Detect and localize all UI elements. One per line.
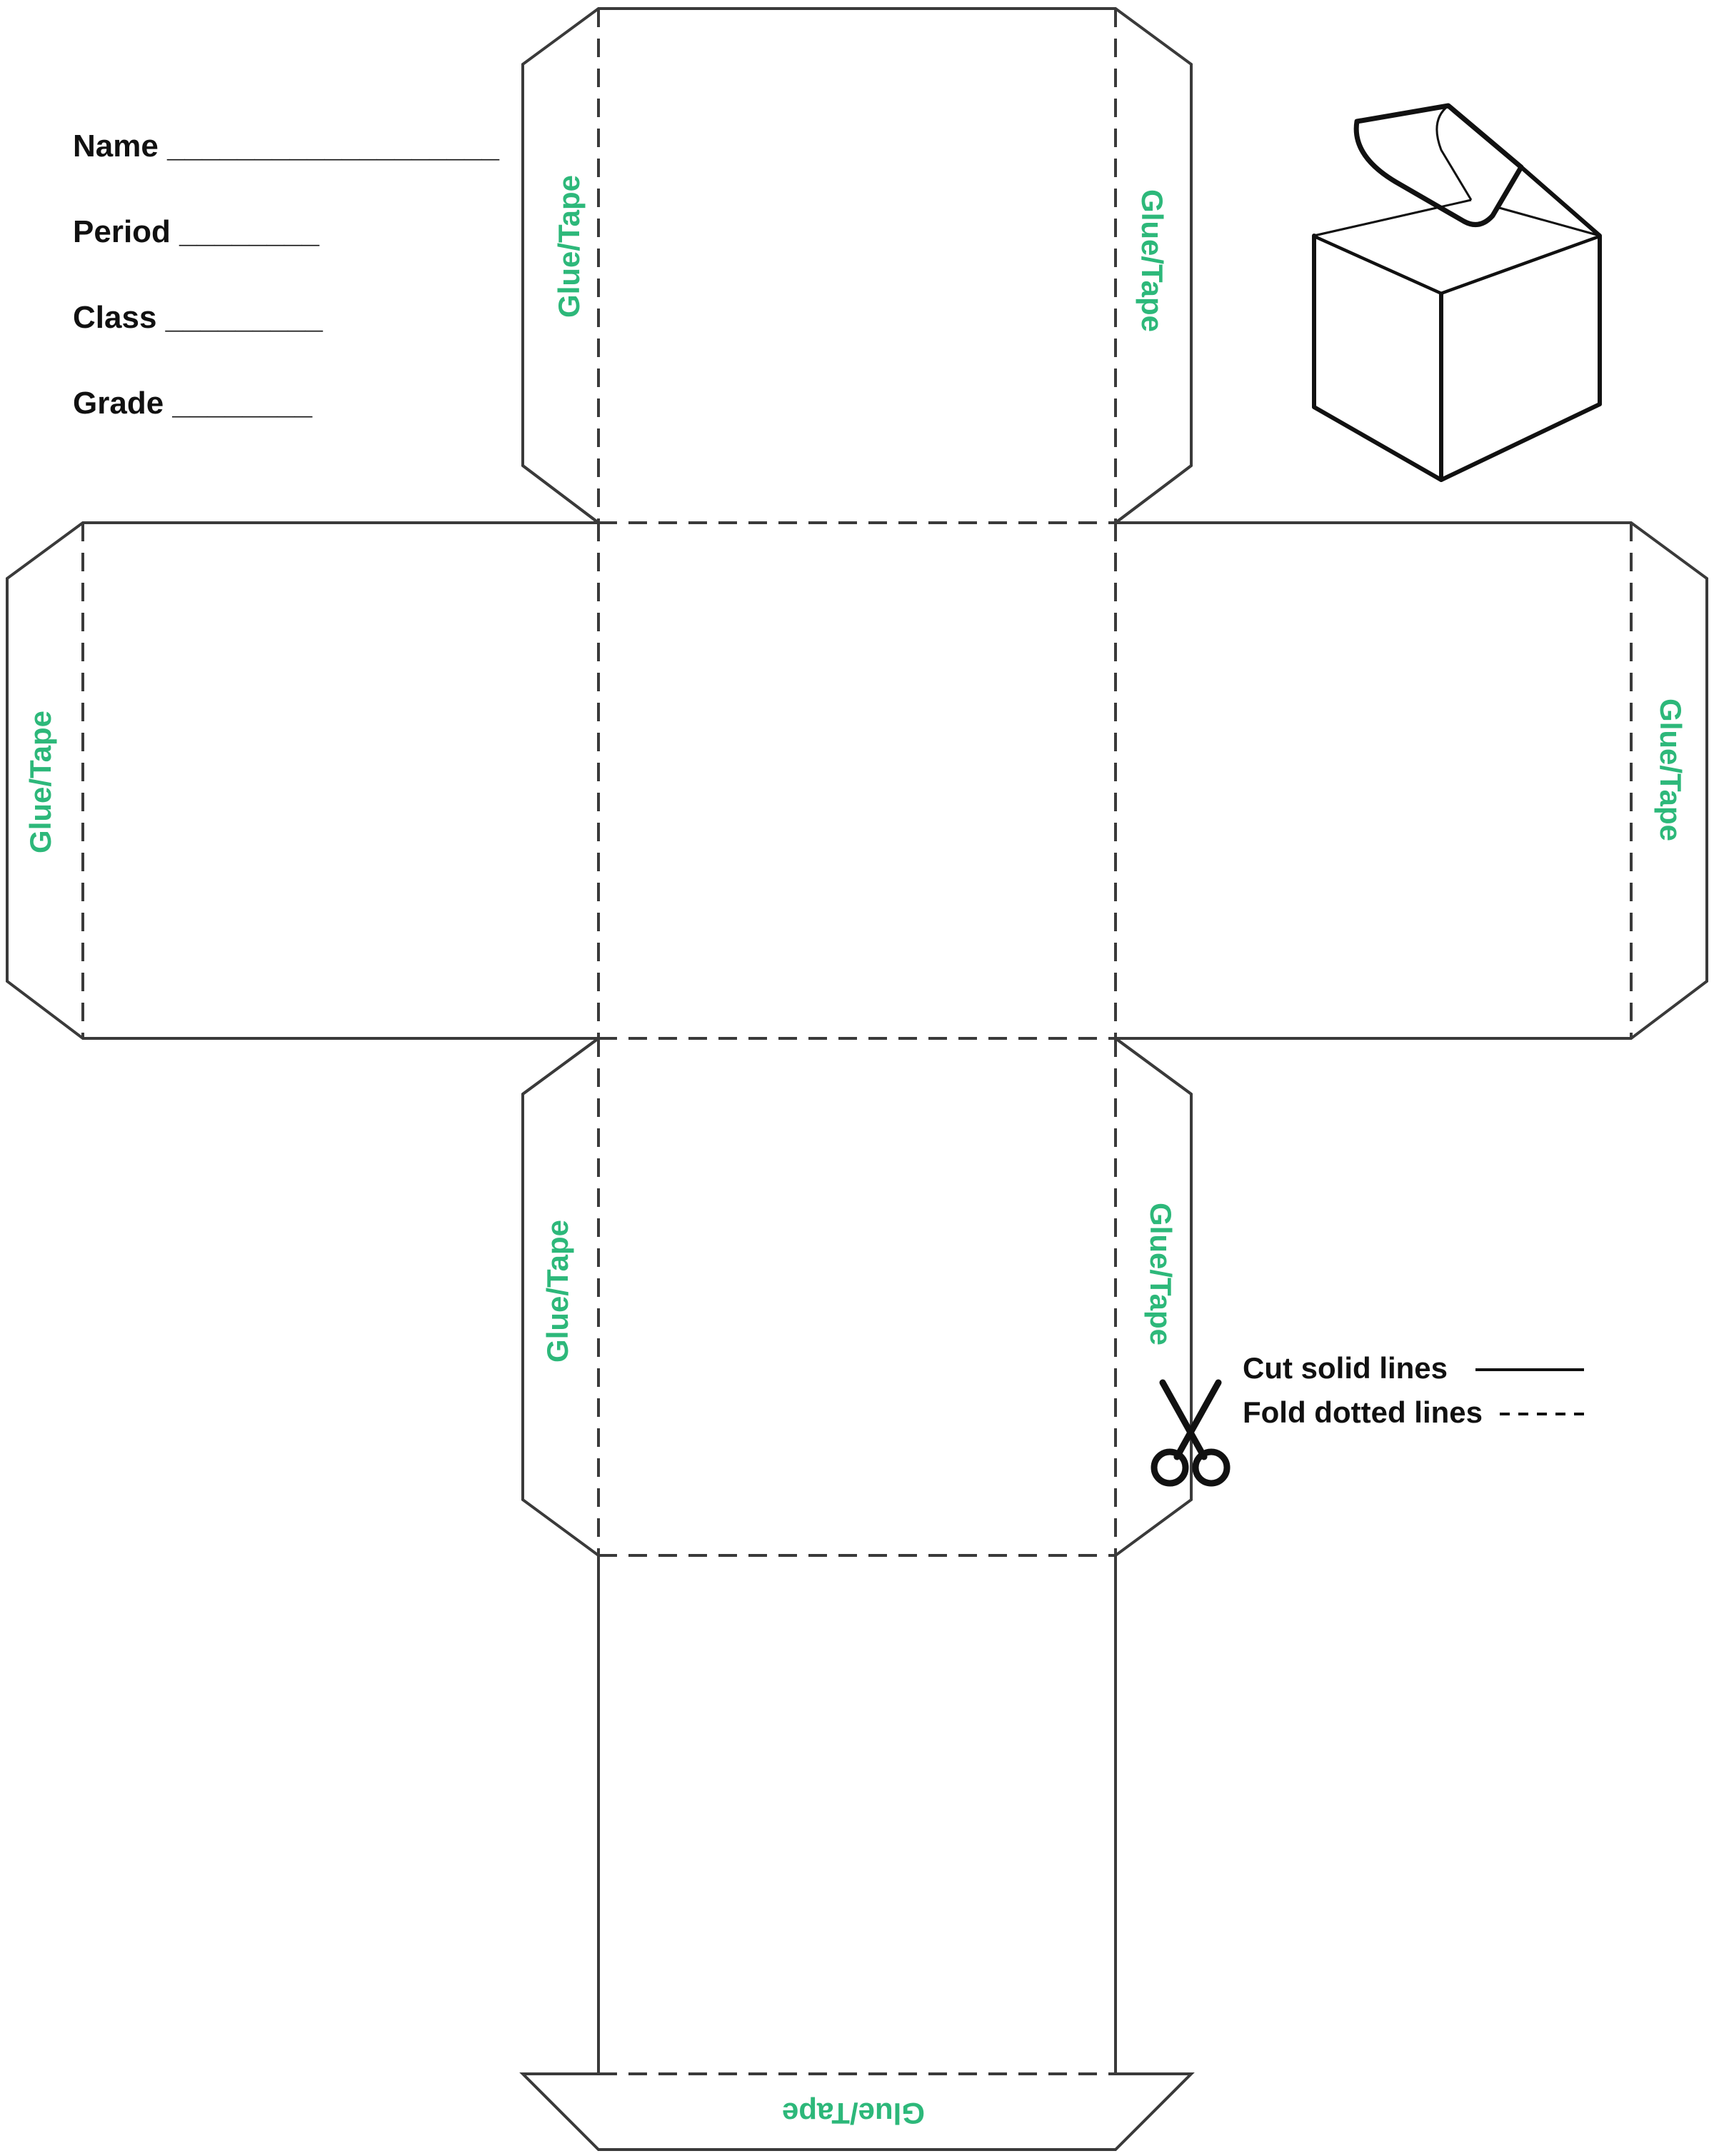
glue-tape-label-lower-right: Glue/Tape	[1144, 1203, 1178, 1345]
glue-tape-label-right: Glue/Tape	[1654, 698, 1688, 841]
scissors-icon	[1151, 1379, 1231, 1487]
name-field: Name ___________________	[73, 129, 500, 164]
class-field: Class _________	[73, 300, 323, 335]
glue-tape-label-top-left: Glue/Tape	[552, 175, 586, 318]
legend-cut-text: Cut solid lines	[1243, 1351, 1448, 1385]
glue-tape-label-top-right: Glue/Tape	[1136, 189, 1169, 332]
fold-lines	[81, 9, 1633, 2075]
box-illustration	[1312, 103, 1602, 482]
corner-cuts	[521, 464, 1193, 1095]
legend-fold-text: Fold dotted lines	[1243, 1395, 1483, 1429]
glue-tape-label-left: Glue/Tape	[24, 711, 57, 853]
period-field: Period ________	[73, 214, 319, 249]
glue-tape-label-lower-left: Glue/Tape	[541, 1220, 574, 1363]
grade-field: Grade ________	[73, 386, 313, 421]
glue-tape-label-bottom: Glue/Tape	[782, 2097, 925, 2130]
